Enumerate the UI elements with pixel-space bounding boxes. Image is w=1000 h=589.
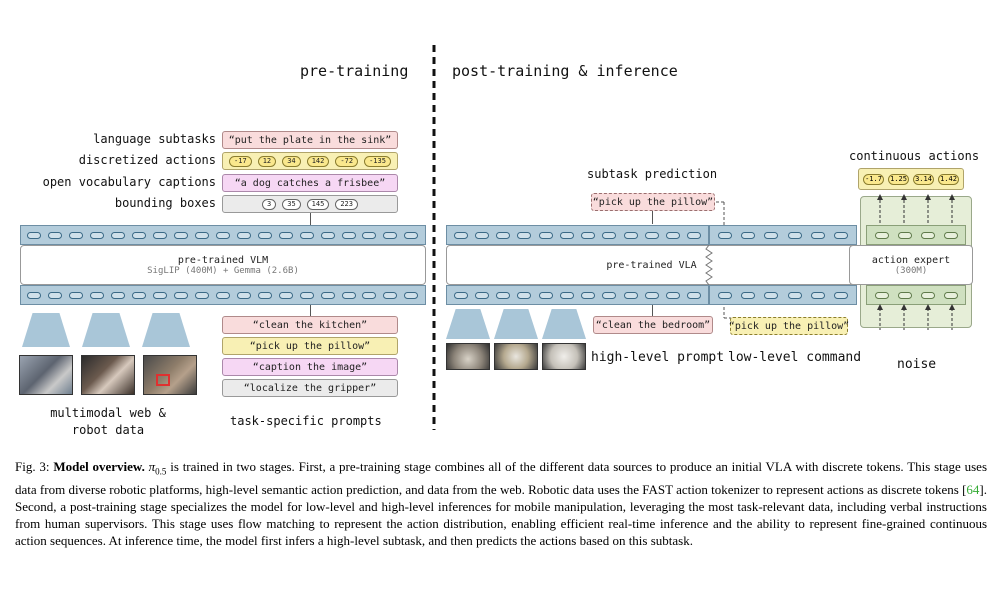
bbox-token: 223 — [335, 198, 358, 210]
camera-photo-3 — [542, 343, 586, 370]
action-token: -72 — [335, 155, 359, 167]
citation-link[interactable]: 64 — [966, 481, 980, 497]
caption-pi: π — [148, 459, 156, 474]
prompt-pick-pillow: “pick up the pillow” — [222, 337, 398, 355]
expert-title: action expert — [871, 254, 951, 266]
high-level-prompt-box: “clean the bedroom” — [593, 316, 713, 334]
prompt-connector-right — [652, 305, 653, 316]
task-prompts-label: task-specific prompts — [230, 414, 382, 428]
continuous-token: 3.14 — [913, 173, 934, 185]
output-bounding-boxes: 3 35 145 223 — [222, 195, 398, 213]
label-discretized-actions: discretized actions — [78, 153, 216, 167]
prompt-connector — [310, 305, 311, 317]
subtask-connector — [652, 211, 653, 224]
subtask-prediction-label: subtask prediction — [587, 167, 718, 181]
camera-encoder — [494, 309, 538, 339]
low-level-command-box: “pick up the pillow” — [729, 317, 849, 335]
image-encoder — [22, 313, 70, 347]
stage-divider — [432, 45, 436, 430]
action-token: -135 — [364, 155, 391, 167]
gripper-photo — [143, 355, 197, 395]
bbox-token: 35 — [282, 198, 301, 210]
continuous-token: 1.25 — [888, 173, 909, 185]
bbox-overlay — [156, 374, 170, 386]
label-bounding-boxes: bounding boxes — [114, 196, 216, 210]
caption-prefix: Fig. 3: — [15, 459, 54, 474]
vlm-output-tokens — [20, 225, 426, 245]
prompt-caption-image: “caption the image” — [222, 358, 398, 376]
continuous-actions-box: -1.7 1.25 3.14 1.42 — [858, 168, 964, 190]
zigzag-divider — [705, 245, 713, 285]
pretrained-vlm: pre-trained VLM SigLIP (400M) + Gemma (2… — [20, 245, 426, 285]
output-discretized-actions: -17 12 34 142 -72 -135 — [222, 152, 398, 170]
vla-output-tokens-right — [709, 225, 857, 245]
pretrained-vla: pre-trained VLA — [446, 245, 857, 285]
caption-pi-sub: 0.5 — [155, 466, 167, 477]
camera-encoder — [446, 309, 490, 339]
prompt-clean-kitchen: “clean the kitchen” — [222, 316, 398, 334]
action-token: 142 — [306, 155, 330, 167]
robot-photo-1 — [19, 355, 73, 395]
expert-input-tokens — [866, 285, 966, 305]
image-encoder — [142, 313, 190, 347]
caption-bold: Model overview. — [53, 459, 145, 474]
bbox-token: 3 — [262, 198, 277, 210]
action-token: 12 — [257, 155, 277, 167]
label-language-subtasks: language subtasks — [93, 132, 216, 146]
vlm-title: pre-trained VLM — [177, 254, 269, 266]
high-level-prompt-label: high-level prompt — [591, 350, 725, 365]
action-token: 34 — [282, 155, 301, 167]
low-level-command-label: low-level command — [728, 350, 862, 365]
bbox-token: 145 — [306, 198, 330, 210]
expert-subtitle: (300M) — [894, 265, 928, 276]
output-connector — [310, 213, 311, 225]
image-encoder — [82, 313, 130, 347]
figure-caption: Fig. 3: Model overview. π0.5 is trained … — [15, 458, 987, 549]
action-expert: action expert (300M) — [849, 245, 973, 285]
data-sources-label: multimodal web & robot data — [50, 406, 166, 437]
camera-photo-2 — [494, 343, 538, 370]
vlm-subtitle: SigLIP (400M) + Gemma (2.6B) — [147, 265, 299, 276]
action-token: -17 — [229, 155, 252, 167]
label-open-vocab-captions: open vocabulary captions — [42, 175, 216, 189]
camera-photo-1 — [446, 343, 490, 370]
vlm-input-tokens — [20, 285, 426, 305]
subtask-prediction-box: “pick up the pillow” — [591, 193, 715, 211]
posttraining-heading: post-training & inference — [452, 62, 678, 80]
camera-encoder — [542, 309, 586, 339]
output-caption: “a dog catches a frisbee” — [222, 174, 398, 192]
expert-output-tokens — [866, 225, 966, 245]
vla-title: pre-trained VLA — [606, 259, 697, 271]
caption-text-2: ]. Second, a post-training stage special… — [15, 481, 987, 548]
continuous-token: -1.7 — [863, 173, 884, 185]
continuous-token: 1.42 — [938, 173, 959, 185]
noise-label: noise — [897, 357, 937, 372]
output-language-subtask: “put the plate in the sink” — [222, 131, 398, 149]
prompt-localize-gripper: “localize the gripper” — [222, 379, 398, 397]
caption-text-1: is trained in two stages. First, a pre-t… — [15, 459, 988, 497]
flow-arrows — [877, 194, 955, 330]
vla-input-tokens — [446, 285, 709, 305]
vla-output-tokens — [446, 225, 709, 245]
dog-frisbee-photo — [81, 355, 135, 395]
vla-input-tokens-right — [709, 285, 857, 305]
continuous-actions-label: continuous actions — [849, 149, 980, 163]
pretraining-heading: pre-training — [300, 62, 409, 80]
